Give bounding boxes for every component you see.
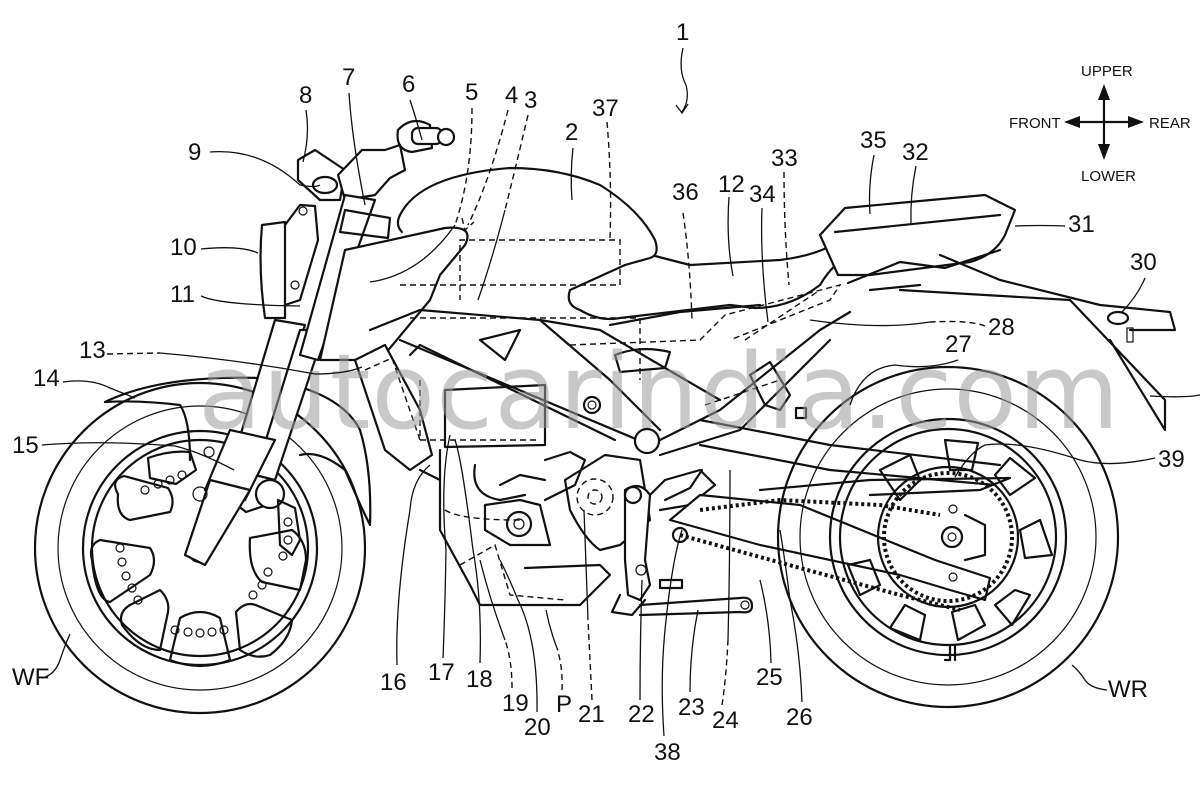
ref-label: 3 <box>524 87 537 114</box>
ref-label: 39 <box>1158 446 1185 473</box>
ref-label: 12 <box>718 171 745 198</box>
tail-cowl <box>818 193 1017 292</box>
direction-lower: LOWER <box>1081 168 1136 185</box>
ref-label: 4 <box>505 82 518 109</box>
brake-disc-holes <box>115 470 273 638</box>
ref-label: 2 <box>565 119 578 146</box>
front-fork <box>183 318 327 567</box>
ref-label: 8 <box>299 82 312 109</box>
ref-label: 26 <box>786 704 813 731</box>
fuel-tank <box>398 166 658 267</box>
ref-label: 15 <box>12 432 39 459</box>
ref-label: 11 <box>170 281 195 308</box>
ref-label: 21 <box>578 701 605 728</box>
direction-upper: UPPER <box>1081 63 1133 80</box>
arrow-left-icon <box>1064 116 1080 128</box>
ref-label: 27 <box>945 331 972 358</box>
reference-labels: 1 2 37 3 4 5 6 7 8 9 10 11 <box>12 19 1200 766</box>
ref-label: 37 <box>592 95 619 122</box>
ref-label: 36 <box>672 179 699 206</box>
ref-label: 10 <box>170 234 197 261</box>
ref-label: 6 <box>402 71 415 98</box>
ref-label: 14 <box>33 365 60 392</box>
rear-wheel <box>776 365 1120 709</box>
ref-label: 28 <box>988 314 1015 341</box>
ref-label: 16 <box>380 669 407 696</box>
ref-label: 25 <box>756 664 783 691</box>
orientation-indicator: UPPER LOWER FRONT REAR <box>1009 63 1191 185</box>
ref-label: 7 <box>342 64 355 91</box>
rear-fender <box>898 253 1177 432</box>
ref-label: 22 <box>628 701 655 728</box>
front-fender <box>103 376 372 527</box>
ref-label: WR <box>1108 676 1148 703</box>
ref-label: 30 <box>1130 249 1157 276</box>
ref-label: 31 <box>1068 211 1095 238</box>
handlebar <box>336 119 456 202</box>
ref-label: 5 <box>465 79 478 106</box>
ref-label: 24 <box>712 707 739 734</box>
ref-label: 33 <box>771 145 798 172</box>
ref-label: 35 <box>860 127 887 154</box>
direction-rear: REAR <box>1149 115 1191 132</box>
headlight-assembly <box>259 148 347 320</box>
ref-label: 34 <box>749 181 776 208</box>
ref-label: P <box>556 691 572 718</box>
ref-label: 17 <box>428 659 455 686</box>
ref-label: 1 <box>676 19 689 46</box>
ref-label: 19 <box>502 690 529 717</box>
ref-label: 38 <box>654 739 681 766</box>
ref-label: 20 <box>524 714 551 741</box>
ref-label: 23 <box>678 694 705 721</box>
arrow-down-icon <box>1098 144 1110 160</box>
ref-label: 13 <box>79 337 106 364</box>
watermark: autocarindia.com <box>198 331 1120 453</box>
arrow-up-icon <box>1098 84 1110 100</box>
footpeg-linkage <box>610 468 754 617</box>
ref-label: 32 <box>902 139 929 166</box>
arrow-right-icon <box>1128 116 1144 128</box>
direction-front: FRONT <box>1009 115 1061 132</box>
ref-label: 18 <box>466 666 493 693</box>
ref-label: 9 <box>188 139 201 166</box>
